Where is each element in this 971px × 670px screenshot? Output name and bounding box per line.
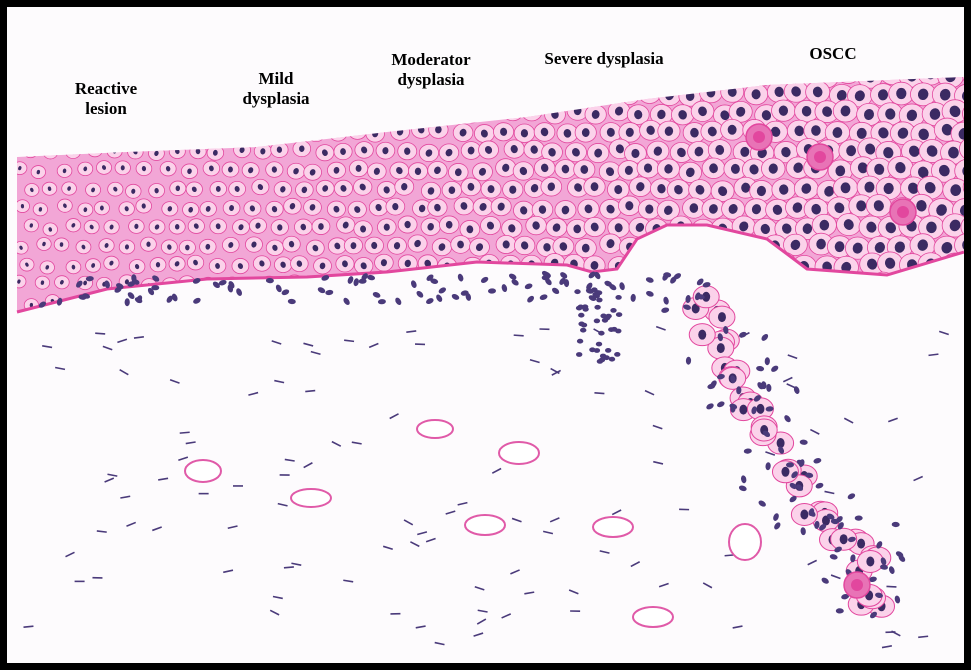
tumor-nucleus (698, 330, 706, 340)
basal-nucleus (582, 307, 588, 312)
cell-nucleus (146, 242, 150, 247)
blood-vessel (417, 420, 453, 438)
fibroblast (514, 335, 524, 336)
basal-nucleus (615, 295, 621, 300)
basal-nucleus (599, 358, 605, 363)
basal-nucleus (578, 322, 584, 327)
keratin-pearl-core (897, 206, 909, 218)
blood-vessel (185, 460, 221, 482)
cell-nucleus (896, 88, 906, 99)
keratin-pearl-core (851, 579, 863, 591)
tumor-nucleus (781, 467, 789, 477)
basal-nucleus (574, 289, 580, 294)
fibroblast (23, 626, 33, 627)
cell-nucleus (175, 224, 179, 230)
basal-nucleus (589, 347, 595, 352)
basal-nucleus (576, 306, 582, 311)
stage-label-mild-dysplasia: Mild dysplasia (221, 69, 331, 109)
stage-label-oscc: OSCC (793, 44, 873, 64)
basal-nucleus (594, 305, 600, 310)
fibroblast (305, 391, 315, 392)
basal-nucleus (609, 357, 615, 362)
basal-nucleus (598, 331, 604, 336)
blood-vessel (729, 524, 761, 560)
basal-nucleus (594, 290, 600, 295)
basal-nucleus (594, 319, 600, 324)
basal-nucleus (615, 329, 621, 334)
basal-nucleus (610, 308, 616, 313)
tumor-nucleus (840, 534, 848, 544)
blood-vessel (499, 442, 539, 464)
tumor-nucleus (756, 404, 764, 414)
blood-vessel (465, 515, 505, 535)
tumor-nucleus (717, 343, 725, 353)
basal-nucleus (576, 352, 582, 357)
fibroblast (95, 333, 105, 334)
stage-label-moderator-dysplasia: Moderator dysplasia (371, 50, 491, 90)
keratin-pearl-core (753, 131, 765, 143)
cell-nucleus (857, 128, 867, 139)
blood-vessel (633, 607, 673, 627)
tumor-nucleus (718, 312, 726, 322)
basal-nucleus (580, 328, 586, 333)
basal-nucleus (605, 348, 611, 353)
stage-label-reactive-lesion: Reactive lesion (51, 79, 161, 119)
cell-nucleus (841, 182, 851, 193)
basal-nucleus (616, 312, 622, 317)
fibroblast (284, 567, 294, 568)
blood-vessel (593, 517, 633, 537)
basal-nucleus (614, 352, 620, 357)
basal-nucleus (578, 313, 584, 318)
basal-nucleus (596, 342, 602, 347)
blood-vessel (291, 489, 331, 507)
fibroblast (180, 432, 190, 433)
tumor-nucleus (857, 539, 865, 549)
tumor-nucleus (739, 405, 747, 415)
keratin-pearl-core (814, 151, 826, 163)
fibroblast (594, 393, 604, 394)
tumor-nucleus (866, 557, 874, 567)
basal-nucleus (596, 298, 602, 303)
cell-nucleus (318, 223, 324, 230)
tumor-nucleus (800, 510, 808, 520)
fibroblast (886, 586, 896, 587)
fibroblast (918, 636, 928, 637)
basal-nucleus (605, 314, 611, 319)
basal-nucleus (577, 339, 583, 344)
cell-nucleus (509, 186, 516, 194)
stage-label-severe-dysplasia: Severe dysplasia (519, 49, 689, 69)
